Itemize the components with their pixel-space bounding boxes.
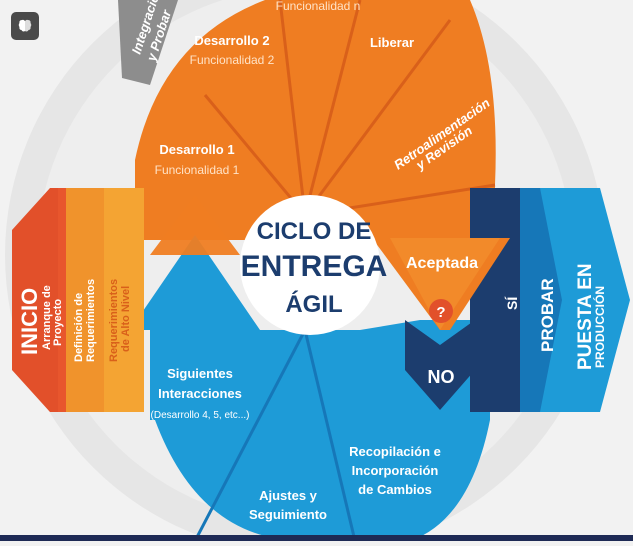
inicio-sub-1: Arranque de	[41, 285, 53, 350]
definition-label-1: Definición de	[73, 293, 85, 362]
development-half	[135, 0, 496, 240]
question-badge	[429, 299, 453, 323]
question-mark: ?	[436, 304, 445, 321]
next-iterations-arrow	[130, 235, 260, 420]
integration-tab	[118, 0, 178, 85]
changes-2: Incorporación	[352, 463, 439, 478]
brain-icon	[18, 19, 32, 32]
bottom-strip	[0, 535, 633, 541]
separator-4	[303, 19, 452, 216]
center-title-3: ÁGIL	[285, 290, 342, 318]
development-arrow-tip	[150, 195, 240, 255]
adjustments-1: Ajustes y	[259, 488, 318, 503]
inicio-title: INICIO	[17, 288, 42, 355]
phase-2-title: Desarrollo 2	[194, 33, 269, 48]
adjustments-2: Seguimiento	[249, 507, 327, 522]
separator-1	[203, 94, 307, 216]
definition-band	[66, 188, 104, 412]
definition-label-2: Requerimientos	[85, 279, 97, 362]
separator-6	[193, 329, 307, 542]
separator-7	[303, 329, 357, 542]
inicio-sub-2: Proyecto	[52, 299, 64, 346]
phase-1-subtitle: Funcionalidad 1	[155, 163, 240, 177]
phase-1-title: Desarrollo 1	[159, 142, 234, 157]
requirements-label-1: Requerimientos	[108, 279, 120, 362]
center-title-2: ENTREGA	[241, 250, 388, 283]
inicio-band-edge	[12, 188, 50, 412]
next-iterations-2: Interacciones	[158, 386, 242, 401]
changes-3: de Cambios	[358, 482, 432, 497]
phase-n-subtitle: Funcionalidad n	[276, 0, 361, 13]
no-label: NO	[428, 367, 455, 387]
changes-1: Recopilación e	[349, 444, 441, 459]
next-iterations-3: (Desarrollo 4, 5, etc...)	[151, 410, 250, 421]
produccion-band	[540, 188, 630, 412]
accepted-label: Aceptada	[406, 255, 478, 272]
no-arrow	[405, 320, 475, 410]
separator-3	[303, 0, 362, 216]
phase-2-subtitle: Funcionalidad 2	[190, 53, 275, 67]
requirements-band	[104, 188, 144, 412]
brain-icon-button[interactable]	[11, 12, 39, 40]
accepted-arrow-face	[390, 238, 500, 330]
release-label: Liberar	[370, 35, 414, 50]
yes-label: SÍ	[504, 296, 520, 310]
center-title-1: CICLO DE	[257, 218, 372, 245]
probar-label: PROBAR	[538, 278, 557, 352]
next-iterations-1: Siguientes	[167, 366, 233, 381]
separator-2	[278, 0, 307, 216]
produccion-label-1: PUESTA EN	[575, 263, 596, 370]
produccion-label-2: PRODUCCIÓN	[592, 286, 607, 368]
center-circle	[240, 195, 380, 335]
requirements-label-2: de Alto Nivel	[120, 286, 132, 352]
